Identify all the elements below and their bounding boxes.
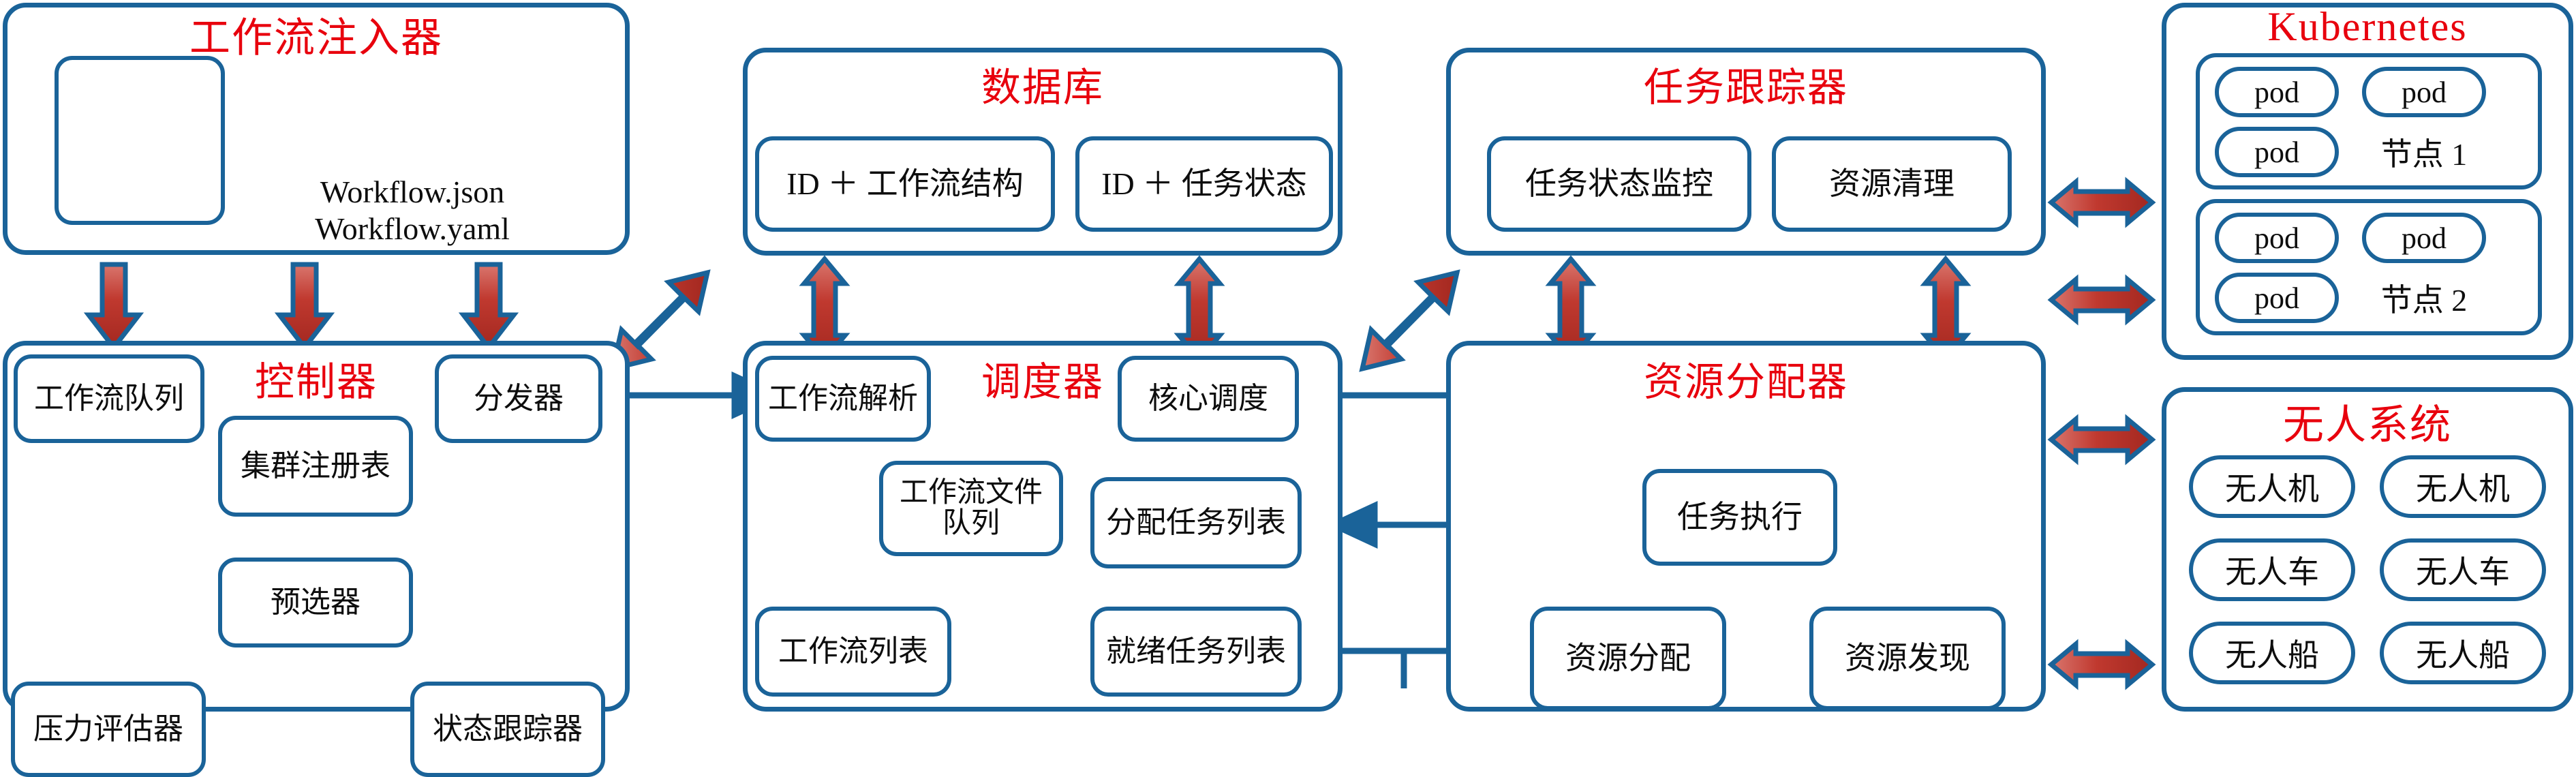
k8s-node-2-pod-1[interactable]: pod — [2215, 213, 2339, 263]
controller-node-dispatcher[interactable]: 分发器 — [435, 354, 602, 443]
k8s-node-1-pod-2[interactable]: pod — [2362, 67, 2486, 117]
unmanned-node-uav-1[interactable]: 无人机 — [2189, 455, 2355, 518]
k8s-node-2-label: 节点 2 — [2380, 283, 2468, 318]
controller-node-preselector[interactable]: 预选器 — [218, 558, 413, 648]
unmanned-node-ugv-2[interactable]: 无人车 — [2380, 538, 2546, 601]
scheduler-node-workflow-parser[interactable]: 工作流解析 — [755, 356, 931, 442]
panel-title-database: 数据库 — [981, 65, 1104, 110]
unmanned-node-usv-1[interactable]: 无人船 — [2189, 622, 2355, 684]
k8s-node-1-label: 节点 1 — [2380, 137, 2468, 172]
controller-node-cluster-registry[interactable]: 集群注册表 — [218, 416, 413, 517]
db-node-task-state[interactable]: ID ＋ 任务状态 — [1075, 136, 1333, 232]
scheduler-node-core-scheduling[interactable]: 核心调度 — [1118, 356, 1299, 442]
unmanned-node-usv-2[interactable]: 无人船 — [2380, 622, 2546, 684]
panel-title-unmanned-systems: 无人系统 — [2283, 403, 2452, 448]
unmanned-node-uav-2[interactable]: 无人机 — [2380, 455, 2546, 518]
panel-title-workflow-injector: 工作流注入器 — [189, 16, 443, 61]
panel-title-task-tracker: 任务跟踪器 — [1643, 65, 1848, 110]
allocator-node-resource-allocation[interactable]: 资源分配 — [1530, 607, 1726, 710]
controller-node-workflow-queue[interactable]: 工作流队列 — [14, 354, 204, 443]
k8s-node-2-pod-3[interactable]: pod — [2215, 273, 2339, 323]
architecture-diagram: 工作流注入器 Workflow.json Workflow.yaml 数据库 I… — [3, 3, 2573, 777]
workflow-file-labels: Workflow.json Workflow.yaml — [315, 174, 510, 247]
k8s-node-2-pod-2[interactable]: pod — [2362, 213, 2486, 263]
k8s-node-1-pod-3[interactable]: pod — [2215, 127, 2339, 177]
controller-node-pressure-evaluator[interactable]: 压力评估器 — [11, 682, 206, 777]
panel-title-scheduler: 调度器 — [981, 360, 1104, 404]
scheduler-node-workflow-list[interactable]: 工作流列表 — [755, 607, 951, 697]
controller-node-state-tracker[interactable]: 状态跟踪器 — [410, 682, 605, 777]
dag-icon-frame — [55, 56, 225, 225]
allocator-node-task-execution[interactable]: 任务执行 — [1642, 469, 1837, 566]
allocator-node-resource-discovery[interactable]: 资源发现 — [1809, 607, 2006, 710]
panel-title-kubernetes: Kubernetes — [2267, 4, 2468, 49]
tracker-node-resource-cleanup[interactable]: 资源清理 — [1772, 136, 2012, 232]
scheduler-node-assigned-task-list[interactable]: 分配任务列表 — [1090, 477, 1302, 568]
panel-title-resource-allocator: 资源分配器 — [1643, 360, 1848, 404]
db-node-workflow-struct[interactable]: ID ＋ 工作流结构 — [755, 136, 1055, 232]
scheduler-node-ready-task-list[interactable]: 就绪任务列表 — [1090, 607, 1302, 697]
panel-title-controller: 控制器 — [254, 360, 378, 404]
tracker-node-task-state-monitor[interactable]: 任务状态监控 — [1487, 136, 1751, 232]
unmanned-node-ugv-1[interactable]: 无人车 — [2189, 538, 2355, 601]
scheduler-node-workflow-file-queue[interactable]: 工作流文件 队列 — [879, 461, 1063, 556]
k8s-node-1-pod-1[interactable]: pod — [2215, 67, 2339, 117]
